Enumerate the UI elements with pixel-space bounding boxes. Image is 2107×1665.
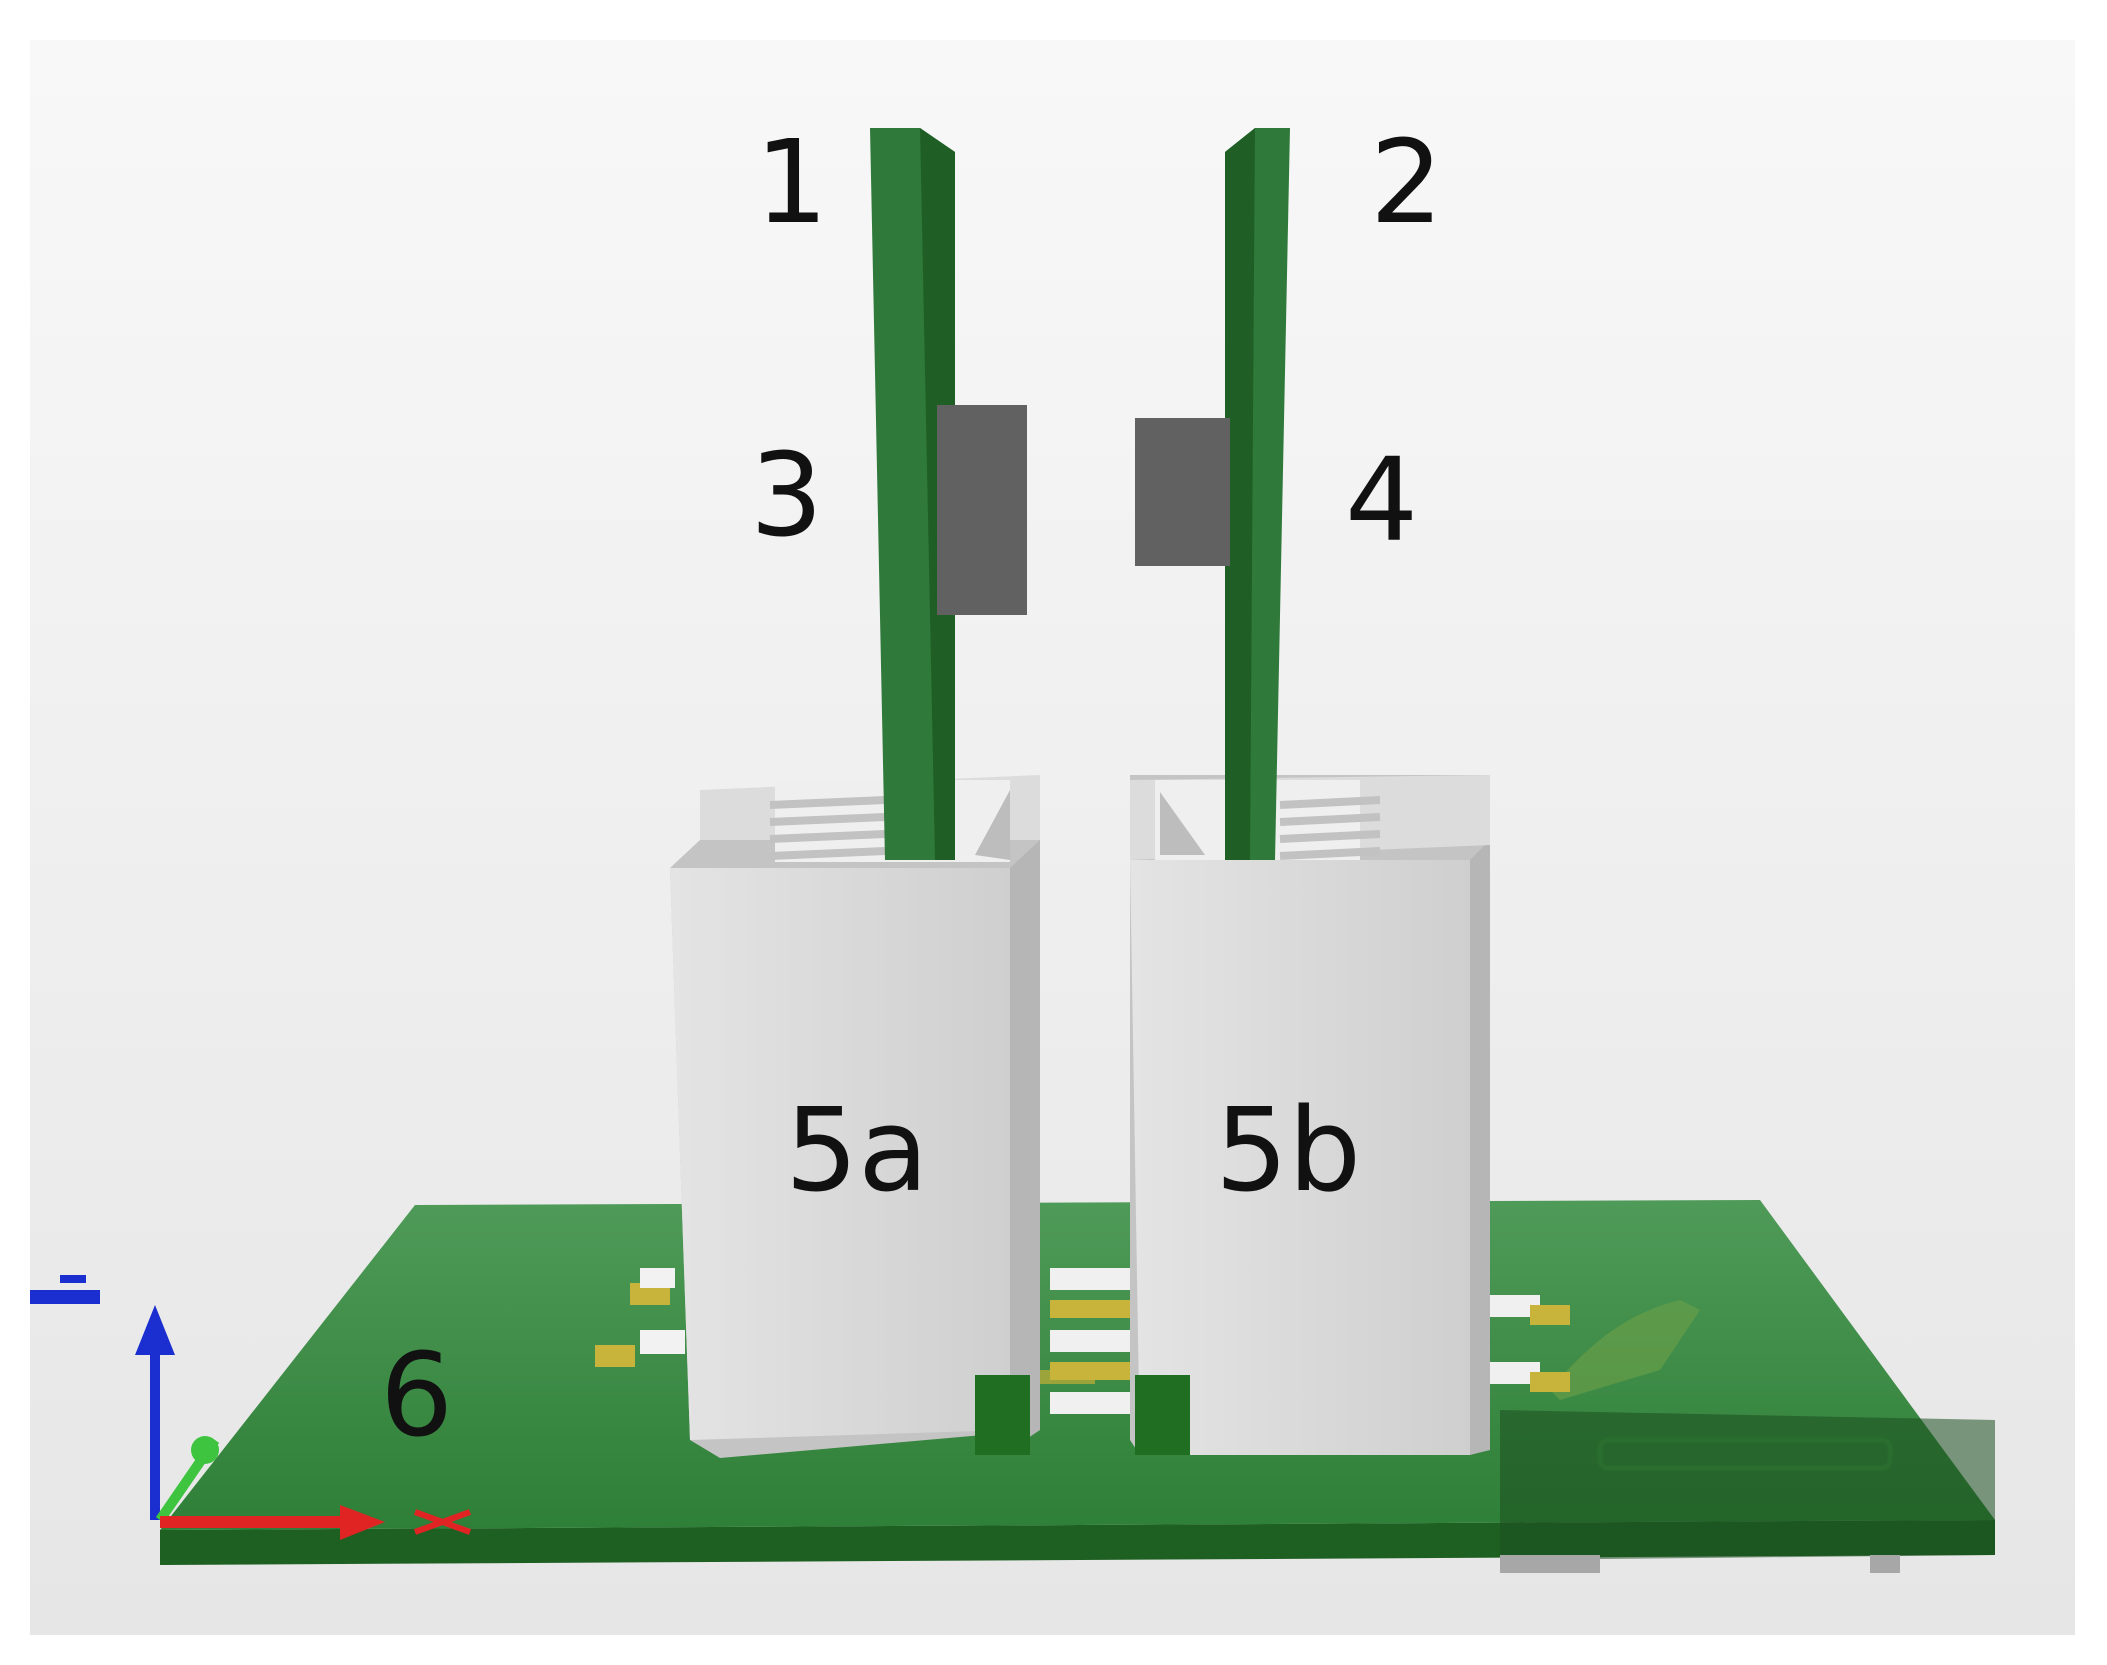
axis-triad-icon [30, 1275, 472, 1540]
connector-5b [1130, 775, 1490, 1455]
label-board-1: 1 [755, 116, 828, 250]
label-board-2: 2 [1370, 116, 1443, 250]
chip-4 [1135, 418, 1230, 566]
chip-3 [937, 405, 1027, 615]
label-connector-5b: 5b [1215, 1084, 1361, 1218]
label-chip-4: 4 [1345, 434, 1418, 568]
label-base-board-6: 6 [380, 1329, 453, 1463]
vertical-board-2 [1225, 128, 1290, 860]
label-connector-5a: 5a [785, 1084, 929, 1218]
label-chip-3: 3 [750, 429, 823, 563]
solder-pads [595, 1268, 1570, 1414]
